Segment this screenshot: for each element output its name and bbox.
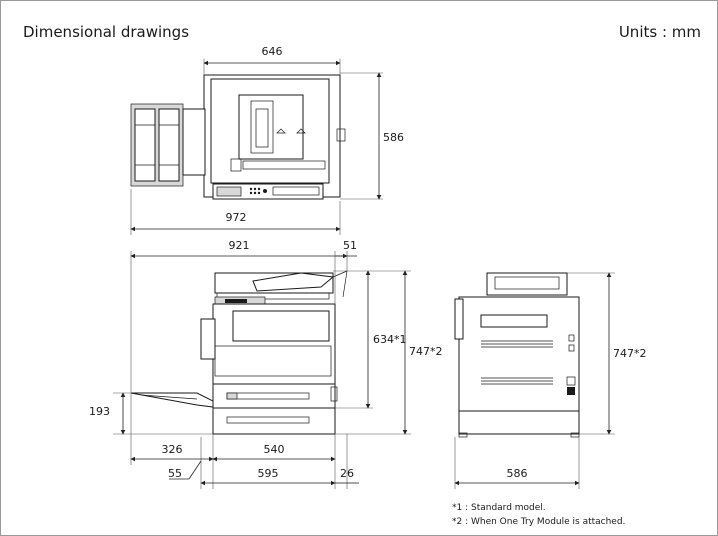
- top-view-dimensions: [130, 59, 383, 235]
- top-view-drawing: [130, 74, 346, 200]
- side-depth-label: 586: [507, 467, 528, 480]
- note-standard-model: *1 : Standard model.: [452, 503, 546, 513]
- top-depth-label: 586: [383, 131, 404, 144]
- side-view-drawing: [454, 272, 580, 438]
- front-tray-extension-label: 326: [162, 443, 183, 456]
- front-base-width-label: 595: [258, 467, 279, 480]
- front-right-gap-label: 26: [340, 467, 354, 480]
- front-offset-label: 55: [168, 467, 182, 480]
- side-view-dimensions: [454, 272, 615, 489]
- page-title: Dimensional drawings: [23, 23, 190, 41]
- units-label: Units : mm: [618, 23, 701, 41]
- front-view-drawing: [130, 270, 348, 435]
- front-body-width-label: 540: [264, 443, 285, 456]
- front-standard-height-label: 634*1: [373, 333, 407, 346]
- side-height-label: 747*2: [613, 347, 647, 360]
- front-tray-height-label: 193: [89, 405, 110, 418]
- top-total-width-label: 972: [226, 211, 247, 224]
- note-one-try-module: *2 : When One Try Module is attached.: [452, 517, 625, 527]
- front-view-dimensions: [113, 251, 411, 489]
- front-width-label: 921: [229, 239, 250, 252]
- top-width-label: 646: [262, 45, 283, 58]
- front-overhang-label: 51: [343, 239, 357, 252]
- front-module-height-label: 747*2: [409, 345, 443, 358]
